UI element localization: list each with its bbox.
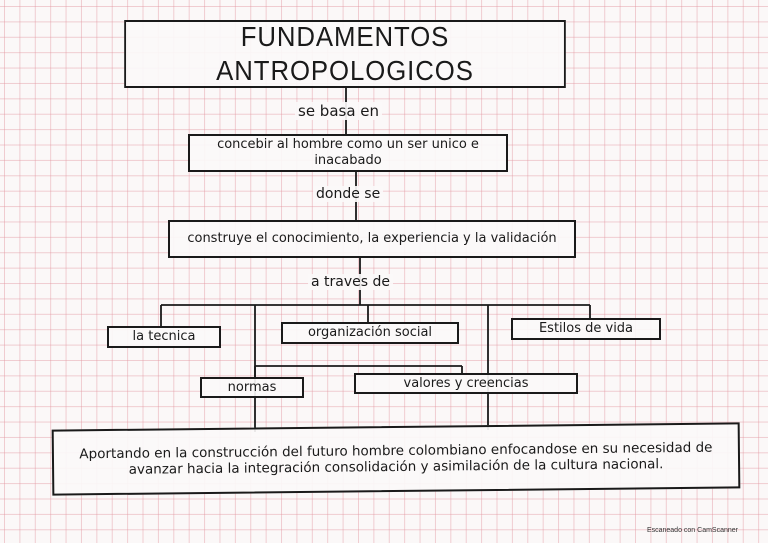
scanner-watermark: Escaneado con CamScanner bbox=[646, 527, 738, 534]
node-conocimiento: construye el conocimiento, la experienci… bbox=[168, 220, 576, 258]
connector-label-se-basa-en: se basa en bbox=[295, 102, 383, 120]
node-concepto: concebir al hombre como un ser unico e i… bbox=[188, 134, 508, 172]
title-box: FUNDAMENTOS ANTROPOLOGICOS bbox=[124, 20, 566, 88]
node-valores-y-creencias: valores y creencias bbox=[354, 373, 578, 394]
connector-label-donde-se: donde se bbox=[313, 186, 384, 202]
node-normas: normas bbox=[200, 377, 304, 398]
node-estilos-de-vida: Estilos de vida bbox=[511, 318, 661, 340]
node-tecnica: la tecnica bbox=[107, 326, 221, 348]
connector-label-a-traves-de: a traves de bbox=[308, 274, 393, 290]
node-conclusion: Aportando en la construcción del futuro … bbox=[51, 422, 741, 496]
node-organizacion-social: organización social bbox=[281, 322, 459, 344]
